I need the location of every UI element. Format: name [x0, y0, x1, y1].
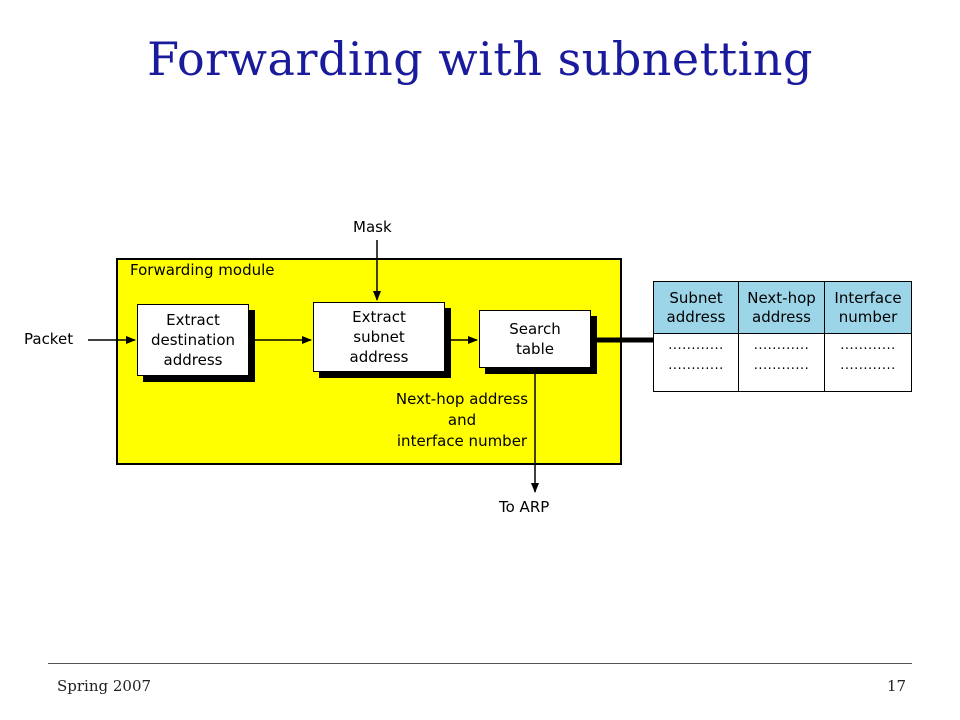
- slide-number: 17: [887, 677, 907, 695]
- to-arp-label: To ARP: [499, 498, 550, 516]
- extract-subnet-box: Extract subnet address: [313, 302, 445, 372]
- next-hop-result-label: Next-hop address and interface number: [395, 390, 529, 450]
- extract-destination-label: Extract destination address: [150, 311, 236, 369]
- routing-table: Subnet address Next-hop address Interfac…: [653, 281, 912, 392]
- footer-divider: [48, 663, 912, 664]
- extract-subnet-label: Extract subnet address: [349, 308, 409, 366]
- search-table-box: Search table: [479, 310, 591, 368]
- table-row: ............ ............ ............ .…: [653, 333, 912, 392]
- header-interface-number: Interface number: [824, 281, 912, 334]
- slide-title: Forwarding with subnetting: [147, 32, 813, 86]
- header-subnet-address: Subnet address: [653, 281, 739, 334]
- cell-subnet-address: ............ ............: [653, 333, 739, 392]
- cell-next-hop-address: ............ ............: [738, 333, 825, 392]
- search-table-label: Search table: [509, 320, 561, 358]
- header-next-hop-address: Next-hop address: [738, 281, 825, 334]
- footer-date: Spring 2007: [57, 677, 152, 695]
- routing-table-header-row: Subnet address Next-hop address Interfac…: [653, 281, 912, 334]
- extract-destination-box: Extract destination address: [137, 304, 249, 376]
- forwarding-module-label: Forwarding module: [130, 261, 275, 279]
- mask-label: Mask: [353, 218, 392, 236]
- cell-interface-number: ............ ............: [824, 333, 912, 392]
- packet-label: Packet: [24, 330, 74, 348]
